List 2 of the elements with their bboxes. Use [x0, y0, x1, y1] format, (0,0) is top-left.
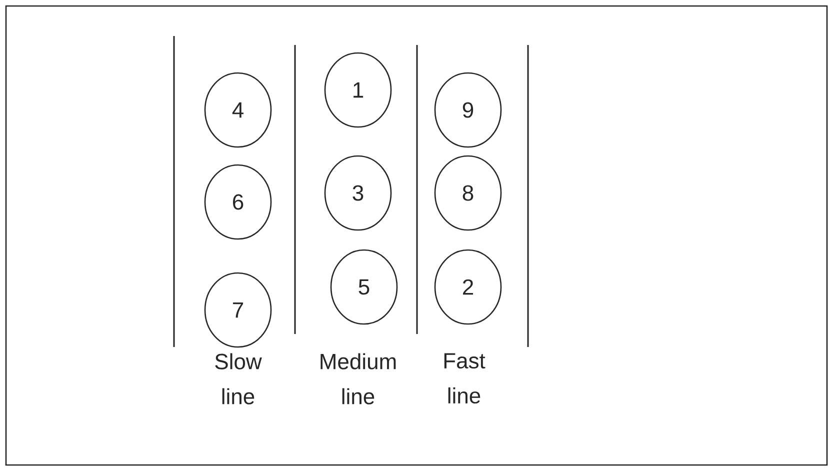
- column-label: Fast line: [444, 353, 486, 404]
- column-label: Medium line: [320, 353, 396, 404]
